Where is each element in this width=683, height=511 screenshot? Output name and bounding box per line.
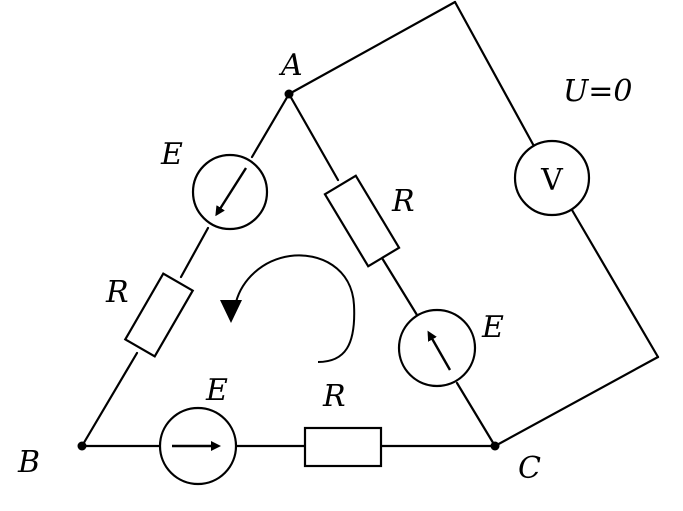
voltmeter: V <box>513 139 591 217</box>
resistor-ab <box>123 272 195 358</box>
wire-top-to-voltmeter <box>453 0 537 150</box>
wire-emf-ac-to-c <box>455 381 497 448</box>
wire-res-ac-to-emf-ac <box>380 256 419 317</box>
emf-source-bc <box>158 406 238 486</box>
node-a-dot <box>284 89 294 99</box>
resistor-label-ab: R <box>105 275 129 310</box>
emf-label-bc: E <box>205 373 228 408</box>
node-b-dot <box>77 441 87 451</box>
node-label-b: B <box>17 445 40 480</box>
loop-direction-arrow-icon <box>220 254 356 363</box>
wire-a-to-emf-ab <box>250 92 291 159</box>
resistor-label-ac: R <box>391 184 415 219</box>
voltmeter-symbol: V <box>540 163 564 198</box>
emf-label-ab: E <box>160 137 183 172</box>
emf-source-ac <box>397 308 477 388</box>
wire-a-to-top <box>287 0 457 96</box>
resistor-ac <box>323 174 401 268</box>
node-c-dot <box>490 441 500 451</box>
wire-right-to-c <box>493 355 660 448</box>
voltmeter-reading: U=0 <box>563 74 633 109</box>
resistor-bc <box>303 426 383 468</box>
resistor-label-bc: R <box>322 379 346 414</box>
node-label-c: C <box>518 451 541 486</box>
node-label-a: A <box>278 48 303 83</box>
emf-source-ab <box>191 153 269 231</box>
emf-arrow-ab-icon <box>215 167 248 217</box>
wire-a-to-res-ac <box>287 92 340 182</box>
emf-label-ac: E <box>481 310 504 345</box>
wire-voltmeter-to-right <box>570 208 660 359</box>
wire-emf-ab-to-res-ab <box>179 226 210 279</box>
emf-arrow-ac-icon <box>427 330 452 371</box>
wires <box>80 0 660 448</box>
wire-res-ab-to-b <box>80 351 139 448</box>
